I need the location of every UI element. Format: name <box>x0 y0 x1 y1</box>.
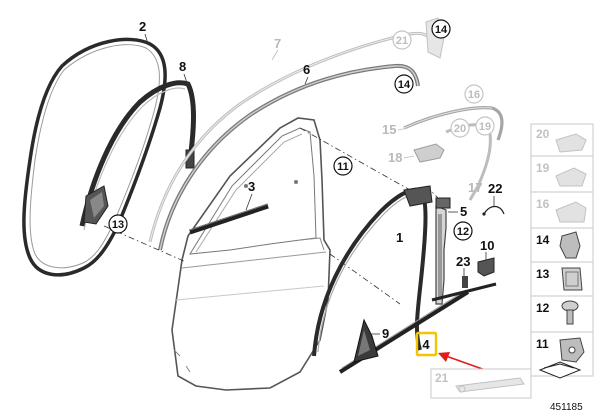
label-22: 22 <box>488 181 502 196</box>
label-15: 15 <box>382 122 396 137</box>
sidebar-item-12: 12 <box>536 300 579 325</box>
svg-text:20: 20 <box>454 123 466 135</box>
label-18: 18 <box>388 150 402 165</box>
label-2: 2 <box>139 19 146 34</box>
label-1: 1 <box>396 230 403 245</box>
weatherstrip-2 <box>22 37 167 277</box>
svg-text:13: 13 <box>112 219 124 231</box>
sidebar-item-20: 20 <box>536 127 587 153</box>
label-5: 5 <box>460 204 467 219</box>
label-7: 7 <box>274 36 281 51</box>
label-9: 9 <box>382 326 389 341</box>
callout-14-top: 14 <box>431 19 451 39</box>
label-23: 23 <box>456 254 470 269</box>
sidebar-item-16: 16 <box>536 197 587 223</box>
svg-text:14: 14 <box>435 24 448 36</box>
svg-text:19: 19 <box>536 161 550 175</box>
bracket-10 <box>477 257 495 277</box>
corner-trim-left <box>83 185 109 225</box>
callout-21-grey: 21 <box>392 30 412 50</box>
sidebar-item-14: 14 <box>536 231 581 259</box>
label-17: 17 <box>468 180 482 195</box>
callout-12: 12 <box>453 221 473 241</box>
diagram-number: 451185 <box>550 402 583 413</box>
callouts: 13 11 14 21 14 16 20 19 <box>108 19 495 241</box>
svg-text:21: 21 <box>435 371 449 385</box>
channel-strip-6 <box>158 63 420 251</box>
sidebar-item-19: 19 <box>536 161 587 187</box>
spring-22 <box>482 205 505 216</box>
part-labels: 2 8 7 6 3 15 18 17 22 5 1 10 23 9 <box>139 19 502 341</box>
label-10: 10 <box>480 238 494 253</box>
label-3: 3 <box>248 179 255 194</box>
fastener-sidebar: 20 19 16 14 13 12 11 <box>530 123 594 379</box>
callout-14-mid: 14 <box>394 74 414 94</box>
svg-text:11: 11 <box>337 161 349 173</box>
clip-18 <box>413 143 445 163</box>
svg-text:13: 13 <box>536 267 550 281</box>
callout-20-grey: 20 <box>450 118 470 138</box>
callout-13: 13 <box>108 214 128 234</box>
callout-19-grey: 19 <box>475 116 495 136</box>
svg-text:16: 16 <box>536 197 550 211</box>
pillar-trim-5 <box>435 197 451 305</box>
door-shell <box>171 117 331 391</box>
svg-text:14: 14 <box>398 79 411 91</box>
svg-text:4: 4 <box>422 337 430 352</box>
frame-trim-1 <box>312 185 433 357</box>
label-6: 6 <box>303 62 310 77</box>
sidebar-item-arrow <box>538 361 582 379</box>
clip-23 <box>462 276 468 288</box>
svg-text:12: 12 <box>536 301 550 315</box>
svg-text:14: 14 <box>536 233 550 247</box>
svg-text:11: 11 <box>536 337 549 351</box>
svg-text:12: 12 <box>457 226 469 238</box>
callout-16-grey: 16 <box>464 84 484 104</box>
sidebar-item-11: 11 <box>536 337 585 363</box>
triangle-trim-9 <box>353 318 379 363</box>
sidebar-item-21: 21 <box>430 368 532 399</box>
svg-text:16: 16 <box>468 89 480 101</box>
waist-strip-3 <box>189 203 269 235</box>
svg-text:19: 19 <box>479 121 491 133</box>
callout-11: 11 <box>333 156 353 176</box>
svg-text:21: 21 <box>396 35 408 47</box>
svg-text:20: 20 <box>536 127 550 141</box>
highlight-part-4: 4 <box>415 331 438 357</box>
label-8: 8 <box>179 59 186 74</box>
sidebar-item-13: 13 <box>536 267 583 291</box>
